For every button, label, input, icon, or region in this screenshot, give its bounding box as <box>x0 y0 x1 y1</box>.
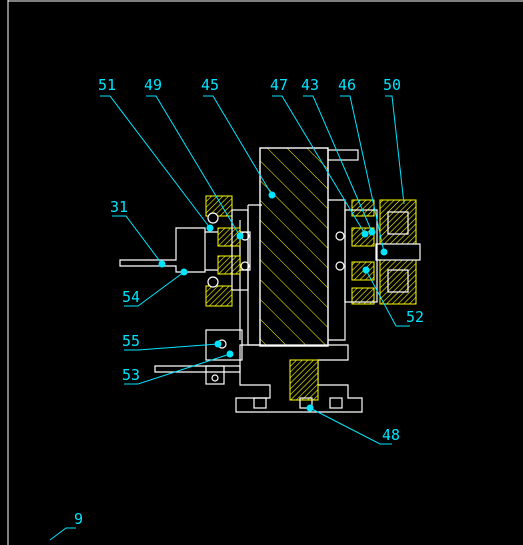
right-lower-bearing-outer <box>351 287 375 305</box>
right-pulley-lower <box>379 259 417 305</box>
base-flange <box>235 344 363 413</box>
left-lower-bearing-outer <box>205 285 233 307</box>
callout-9: 9 <box>74 510 83 528</box>
callout-51: 51 <box>98 76 116 94</box>
callout-50: 50 <box>383 76 401 94</box>
right-upper-bearing <box>351 227 375 247</box>
callout-49: 49 <box>144 76 162 94</box>
callout-labels: 51 49 45 47 43 46 50 31 54 52 55 53 48 9 <box>74 76 424 528</box>
base-hatch <box>289 359 319 401</box>
right-housing <box>328 199 346 341</box>
right-upper-bearing-outer <box>351 199 375 217</box>
callout-52: 52 <box>406 308 424 326</box>
callout-43: 43 <box>301 76 319 94</box>
right-pulley-upper <box>379 199 417 245</box>
left-upper-bearing-outer <box>205 195 233 217</box>
callout-54: 54 <box>122 288 140 306</box>
left-arm <box>119 227 206 273</box>
callout-45: 45 <box>201 76 219 94</box>
left-lower-bearing <box>217 255 241 275</box>
callout-53: 53 <box>122 366 140 384</box>
central-shaft <box>259 147 329 347</box>
callout-46: 46 <box>338 76 356 94</box>
assembly-section <box>119 147 421 413</box>
shaft-key <box>327 149 359 161</box>
callout-31: 31 <box>110 198 128 216</box>
callout-48: 48 <box>382 426 400 444</box>
lower-lever <box>154 365 241 373</box>
callout-leaders <box>49 95 410 541</box>
callout-55: 55 <box>122 332 140 350</box>
callout-47: 47 <box>270 76 288 94</box>
